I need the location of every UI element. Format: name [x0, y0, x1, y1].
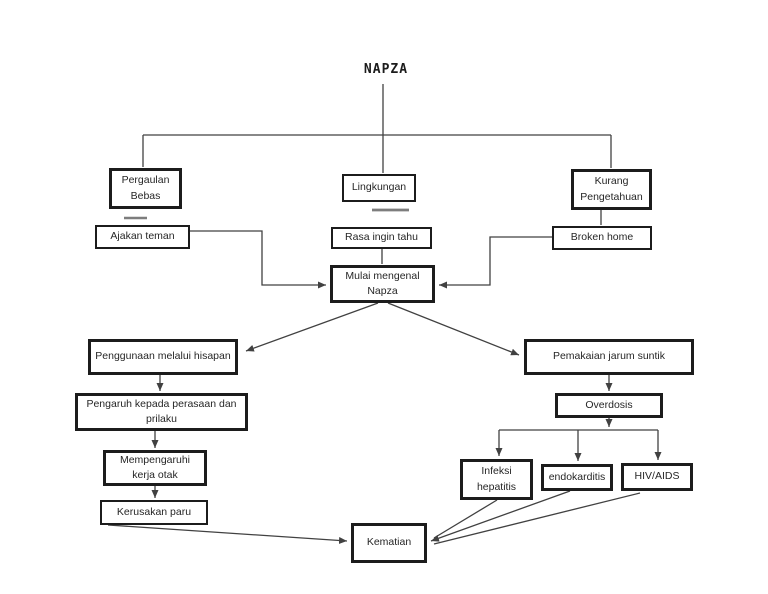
node-mulai-mengenal-napza: Mulai mengenal Napza	[330, 265, 435, 303]
node-pemakaian-jarum-suntik: Pemakaian jarum suntik	[524, 339, 694, 375]
node-pergaulan-bebas: Pergaulan Bebas	[109, 168, 182, 209]
node-lingkungan: Lingkungan	[342, 174, 416, 202]
node-infeksi-hepatitis: Infeksi hepatitis	[460, 459, 533, 500]
node-broken-home: Broken home	[552, 226, 652, 250]
node-pengaruh-perasaan-prilaku: Pengaruh kepada perasaan dan prilaku	[75, 393, 248, 431]
node-ajakan-teman: Ajakan teman	[95, 225, 190, 249]
node-rasa-ingin-tahu: Rasa ingin tahu	[331, 227, 432, 249]
node-kerusakan-paru: Kerusakan paru	[100, 500, 208, 525]
node-hiv-aids: HIV/AIDS	[621, 463, 693, 491]
node-kematian: Kematian	[351, 523, 427, 563]
diagram-title: NAPZA	[363, 62, 409, 77]
node-kurang-pengetahuan: Kurang Pengetahuan	[571, 169, 652, 210]
node-penggunaan-melalui-hisapan: Penggunaan melalui hisapan	[88, 339, 238, 375]
node-endokarditis: endokarditis	[541, 464, 613, 491]
node-mempengaruhi-kerja-otak: Mempengaruhi kerja otak	[103, 450, 207, 486]
node-overdosis: Overdosis	[555, 393, 663, 418]
